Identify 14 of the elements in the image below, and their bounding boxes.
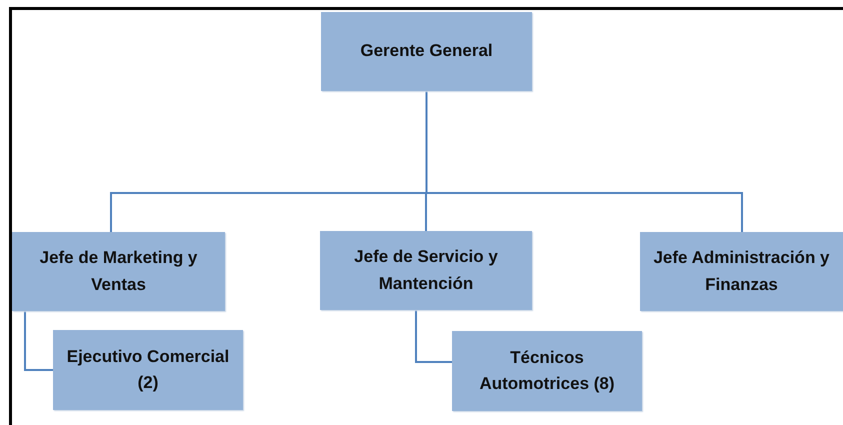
- position-box: [321, 12, 532, 91]
- connector-line: [415, 310, 452, 363]
- connector-line: [24, 311, 53, 371]
- position-title: Jefe de Servicio y Mantención: [353, 246, 499, 294]
- position-box: [320, 231, 532, 310]
- position-title: Gerente General: [360, 40, 493, 62]
- position-title: Jefe de Marketing y Ventas: [38, 247, 198, 296]
- position-title: Técnicos Automotrices (8): [478, 346, 616, 395]
- position-box: [53, 330, 243, 410]
- position-title: Jefe Administración y Finanzas: [652, 247, 831, 296]
- position-title: Ejecutivo Comercial (2): [66, 346, 230, 394]
- position-box: [12, 232, 225, 311]
- position-box: [452, 331, 642, 411]
- position-box: [640, 232, 843, 311]
